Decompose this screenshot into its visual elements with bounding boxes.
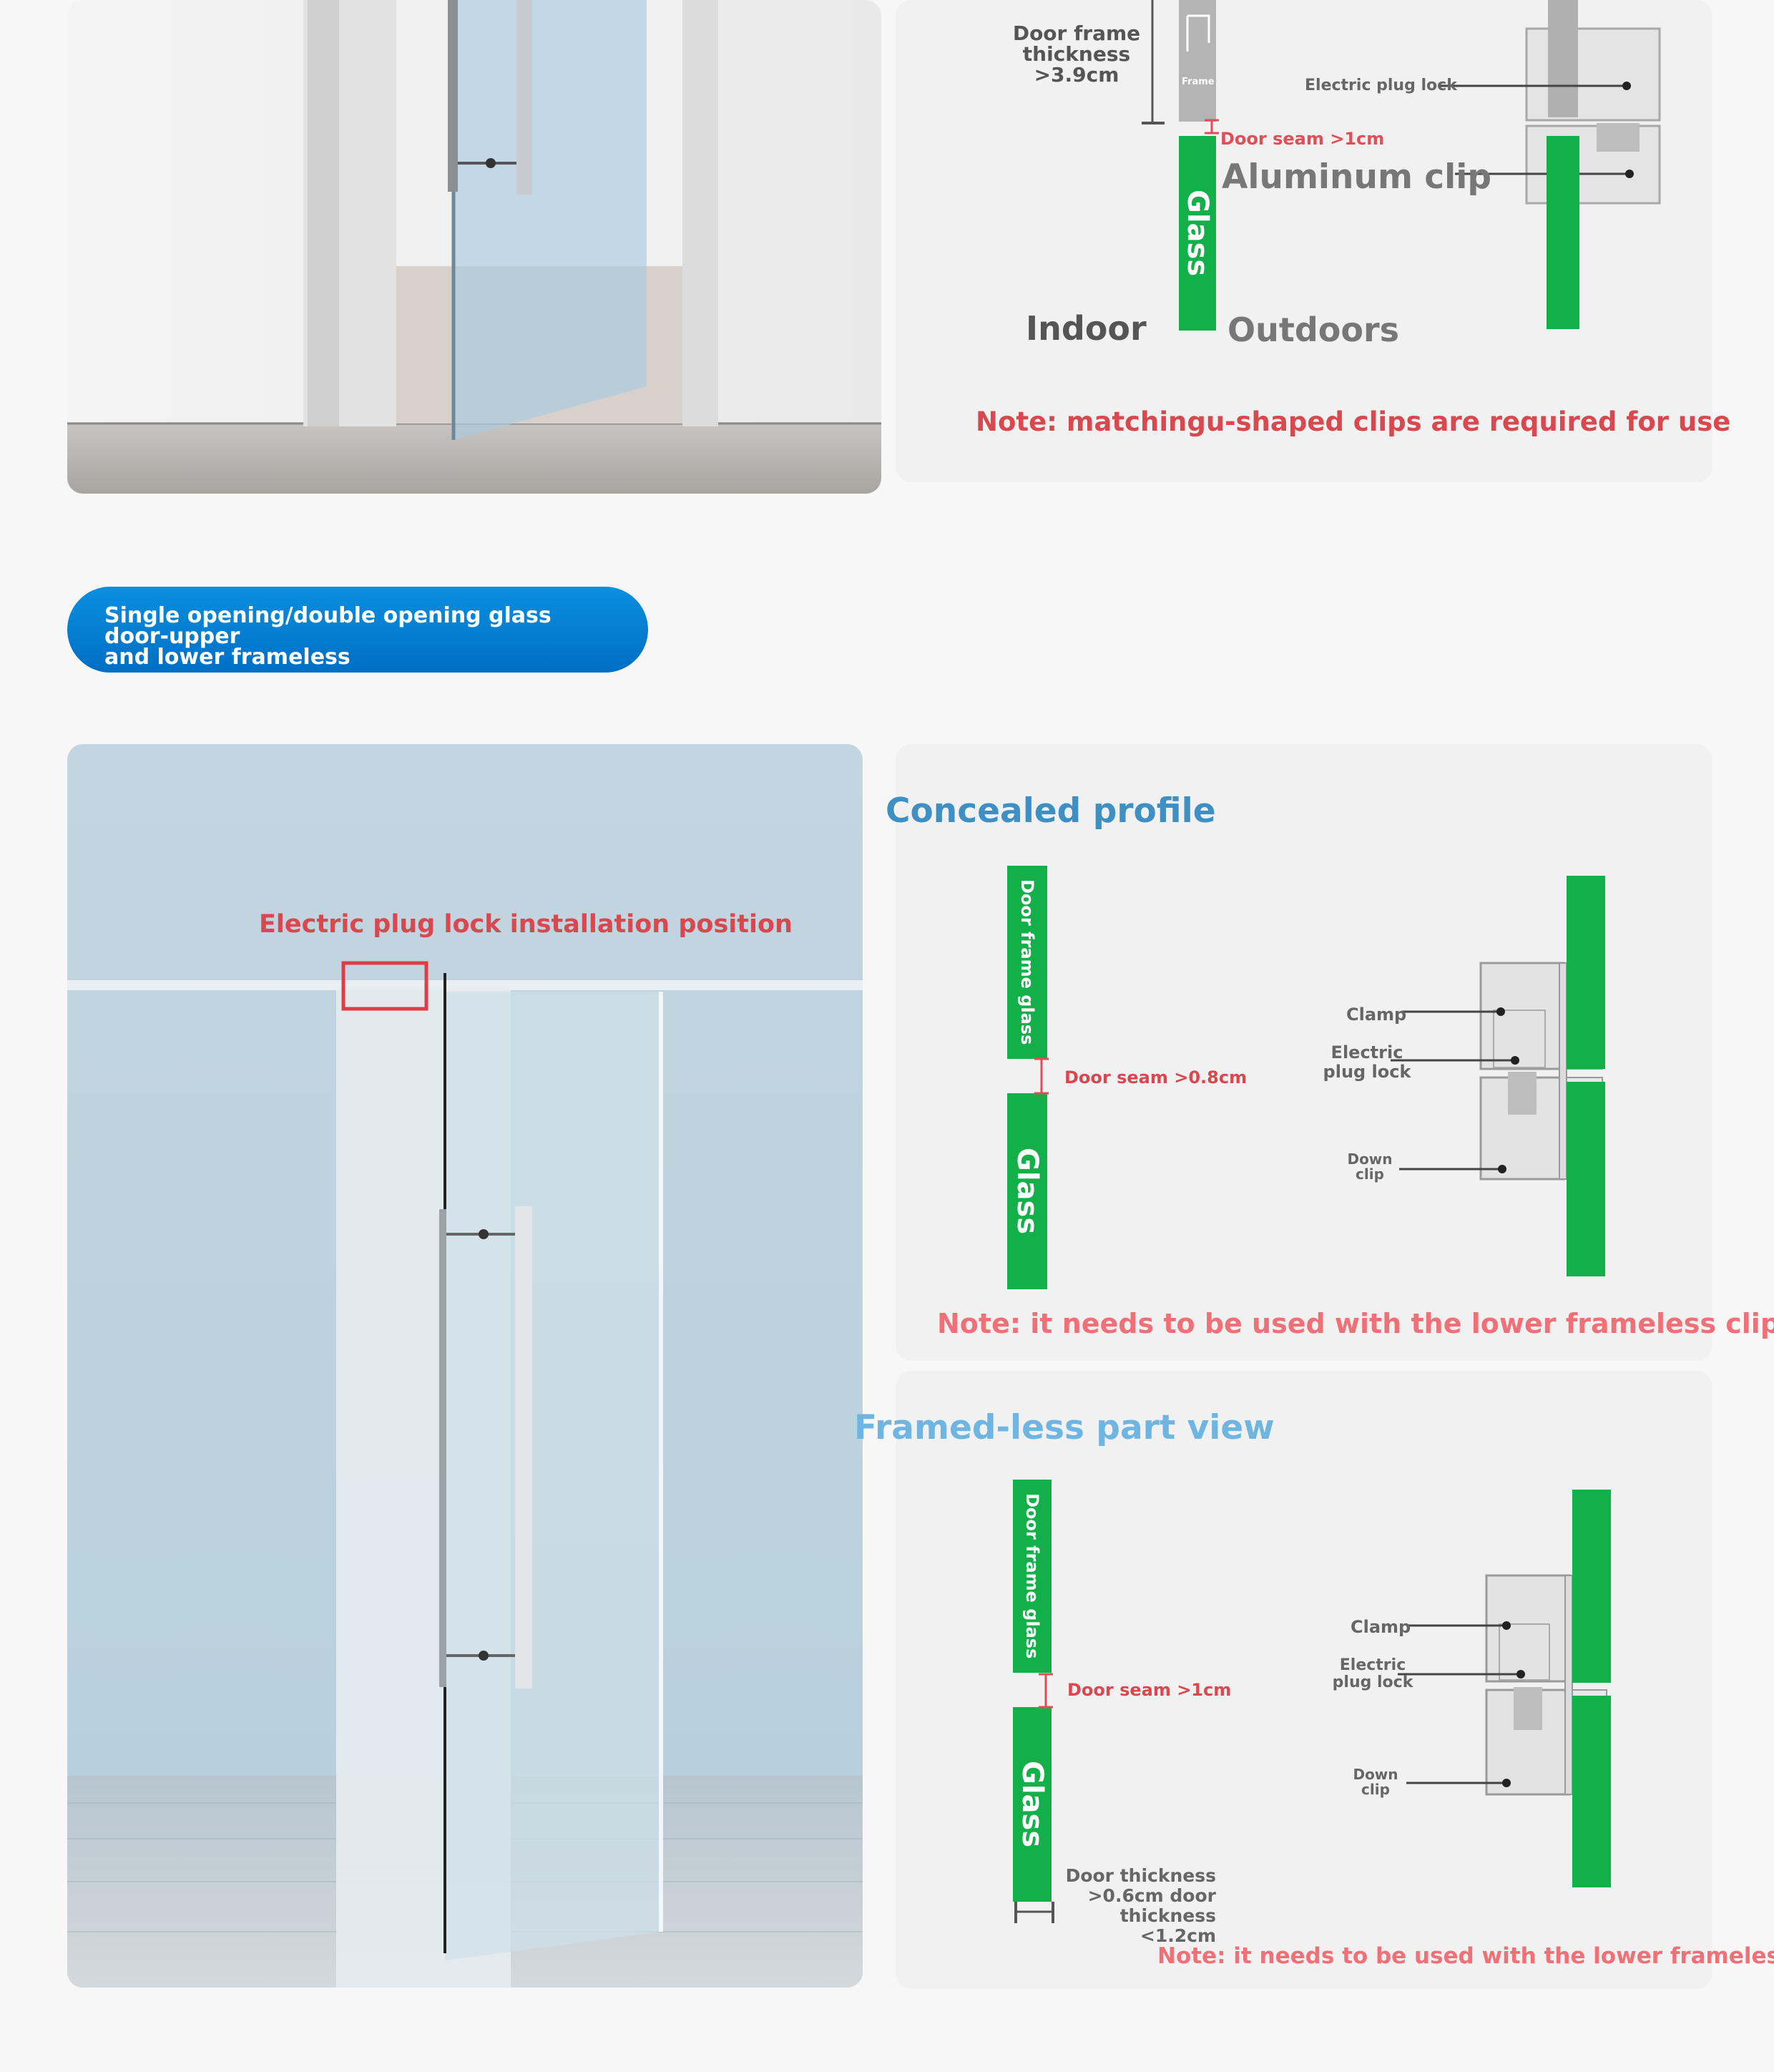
frameless-clamp-label: Clamp [1351,1617,1411,1637]
concealed-down-clip-label: Down clip [1347,1150,1393,1183]
frameless-glass-bar: Glass [1013,1707,1052,1902]
frameless-door-frame-glass-bar: Door frame glass [1013,1480,1052,1673]
frameless-electric-plug-lock-label: Electric plug lock [1332,1656,1413,1691]
frame-label: Frame [1182,77,1215,87]
concealed-clamp-label: Clamp [1346,1005,1407,1025]
section-pill: Single opening/double opening glass door… [67,587,648,673]
frameless-door-seam-label: Door seam >1cm [1067,1680,1232,1700]
top-electric-plug-lock-label: Electric plug lock [1305,77,1457,94]
frameless-title: Framed-less part view [854,1408,1275,1447]
top-door-seam-label: Door seam >1cm [1220,129,1385,149]
frameless-diagram-shapes [1014,1490,1611,1923]
door-photo-bottom-illustration [67,744,863,1988]
frame-thickness-label: Door frame thickness >3.9cm [1012,21,1141,87]
top-glass-bar: Glass [1179,136,1216,331]
concealed-title: Concealed profile [886,791,1216,831]
concealed-glass-bar: Glass [1007,1093,1047,1289]
top-right-glass-bar [1547,136,1579,329]
top-diagram-shapes [1142,0,1661,205]
top-note: Note: matchingu-shaped clips are require… [976,406,1731,437]
door-photo-top-illustration [67,0,881,494]
outdoors-label: Outdoors [1227,311,1400,349]
install-position-label: Electric plug lock installation position [259,910,793,939]
frameless-down-clip-label: Down clip [1353,1766,1398,1798]
concealed-note: Note: it needs to be used with the lower… [937,1308,1774,1339]
door-photo-top [67,0,881,494]
aluminum-clip-label: Aluminum clip [1222,157,1492,197]
indoor-label: Indoor [1026,309,1147,348]
concealed-door-frame-glass-bar: Door frame glass [1007,866,1047,1059]
concealed-door-seam-label: Door seam >0.8cm [1064,1067,1248,1088]
concealed-electric-plug-lock-label: Electric plug lock [1323,1042,1411,1082]
frameless-door-thickness-label: Door thickness >0.6cm door thickness <1.… [1065,1865,1216,1946]
concealed-diagram-shapes [1034,876,1605,1276]
frameless-note: Note: it needs to be used with the lower… [1157,1943,1774,1969]
section-pill-text: Single opening/double opening glass door… [104,603,552,670]
door-photo-bottom: Electric plug lock installation position [67,744,863,1988]
